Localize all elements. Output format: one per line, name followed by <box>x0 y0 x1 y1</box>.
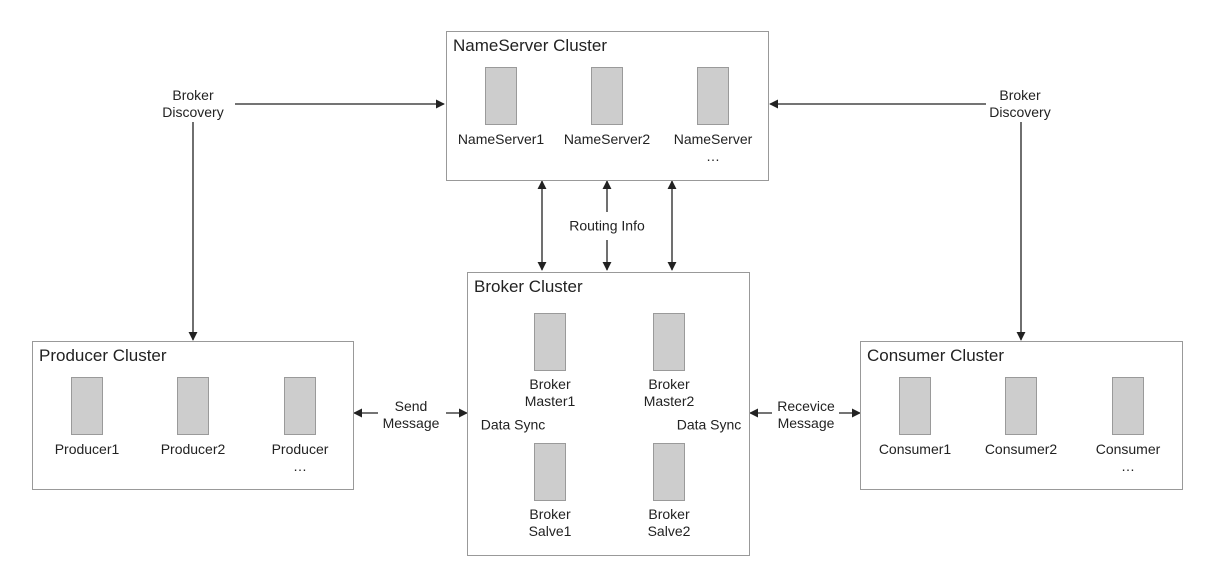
broker-salve2-node <box>653 443 685 501</box>
send-message-label: Send Message <box>381 398 441 432</box>
consumer-more-label: Consumer … <box>1095 441 1161 474</box>
producer-more-label: Producer … <box>271 441 329 474</box>
data-sync-right-label: Data Sync <box>675 416 743 434</box>
consumer2-node <box>1005 377 1037 435</box>
broker-master1-label: Broker Master1 <box>524 376 576 409</box>
nameserver-more-label: NameServer … <box>673 131 753 164</box>
data-sync-left-label: Data Sync <box>479 416 547 434</box>
consumer1-label: Consumer1 <box>878 441 952 457</box>
consumer-cluster-title: Consumer Cluster <box>867 346 1004 365</box>
producer1-label: Producer1 <box>54 441 120 457</box>
producer-cluster-title: Producer Cluster <box>39 346 167 365</box>
broker-master2-label: Broker Master2 <box>643 376 695 409</box>
consumer1-node <box>899 377 931 435</box>
broker-salve1-node <box>534 443 566 501</box>
consumer2-label: Consumer2 <box>984 441 1058 457</box>
producer1-node <box>71 377 103 435</box>
broker-master1-node <box>534 313 566 371</box>
nameserver1-label: NameServer1 <box>457 131 545 147</box>
nameserver1-node <box>485 67 517 125</box>
nameserver-cluster-title: NameServer Cluster <box>453 36 607 55</box>
consumer-more-node <box>1112 377 1144 435</box>
broker-cluster: Broker Cluster <box>467 272 750 556</box>
producer2-label: Producer2 <box>160 441 226 457</box>
broker-discovery-right-label: Broker Discovery <box>988 87 1052 121</box>
broker-master2-node <box>653 313 685 371</box>
broker-discovery-left-label: Broker Discovery <box>161 87 225 121</box>
broker-salve1-label: Broker Salve1 <box>528 506 572 539</box>
broker-cluster-title: Broker Cluster <box>474 277 583 296</box>
nameserver-more-node <box>697 67 729 125</box>
producer2-node <box>177 377 209 435</box>
broker-salve2-label: Broker Salve2 <box>647 506 691 539</box>
nameserver2-label: NameServer2 <box>563 131 651 147</box>
nameserver2-node <box>591 67 623 125</box>
routing-info-label: Routing Info <box>568 217 646 235</box>
receive-message-label: Recevice Message <box>776 398 836 432</box>
producer-more-node <box>284 377 316 435</box>
